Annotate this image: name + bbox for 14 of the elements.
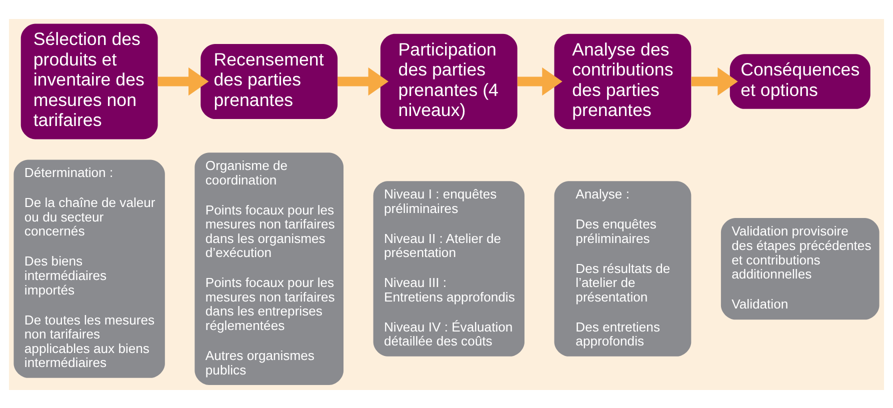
node-box: Analyse des contributions des parties prenantes [554,33,692,129]
arrow [517,66,562,96]
node-box: Organisme de coordination Points focaux pour les mesures non tarifaires dans les organismes d’exécution Points focaux pour les mesures non tarifaires dans les entreprises réglementées Autres organismes publics [194,152,344,384]
arrow [338,66,388,96]
node-box: Recensement des parties prenantes [200,44,338,119]
node-box: Conséquences et options [730,54,870,108]
node-box: Analyse : Des enquêtes préliminaires Des résultats de l’atelier de présentation Des entretiens approfondis [554,180,692,356]
arrow [158,66,209,96]
arrow [691,66,738,96]
node-box: Détermination : De la chaîne de valeur ou du secteur concernés Des biens intermédiaires importés De toutes les mesures non tarifaires applicables aux biens intermédiaires [14,159,165,378]
node-box: Validation provisoire des étapes précédentes et contributions additionnelles Validation [720,217,880,320]
node-box: Participation des parties prenantes (4 niveaux) [380,33,518,129]
node-box: Niveau I : enquêtes préliminaires Niveau II : Atelier de présentation Niveau III : Entretiens approfondis Niveau IV : Évaluation détaillée des coûts [373,180,524,356]
node-box: Sélection des produits et inventaire des mesures non tarifaires [20,23,158,139]
